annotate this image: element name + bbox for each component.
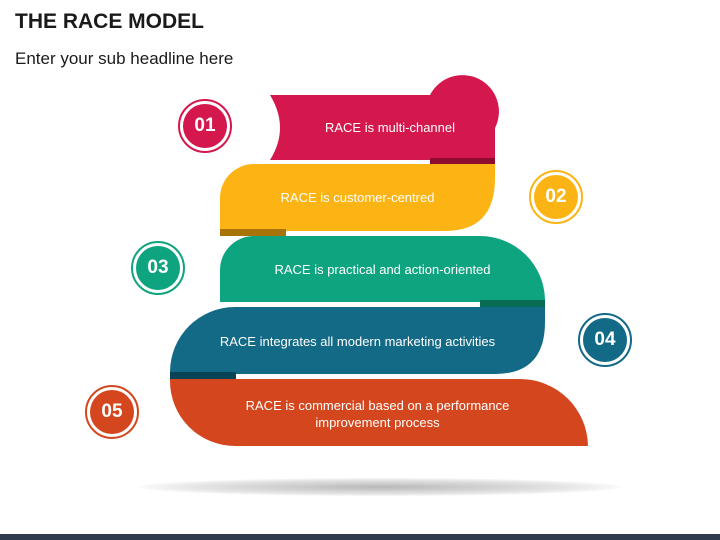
step-02-badge: 02 — [529, 170, 583, 224]
step-04-badge: 04 — [578, 313, 632, 367]
step-03-text: RACE is practical and action-oriented — [274, 261, 491, 277]
band-04-fold — [170, 372, 236, 379]
step-03-number: 03 — [136, 246, 180, 290]
step-05-badge: 05 — [85, 385, 139, 439]
band-03 — [220, 236, 545, 302]
band-05 — [170, 379, 588, 446]
step-01-badge: 01 — [178, 99, 232, 153]
step-03-badge: 03 — [131, 241, 185, 295]
step-04-text: RACE integrates all modern marketing act… — [219, 333, 496, 349]
step-01-number: 01 — [183, 104, 227, 148]
floor-shadow — [140, 478, 620, 496]
step-04-number: 04 — [583, 318, 627, 362]
band-02-fold — [220, 229, 286, 236]
band-03-fold — [480, 300, 545, 307]
step-05-text: RACE is commercial based on a performanc… — [245, 398, 510, 430]
step-01-text: RACE is multi-channel — [324, 119, 456, 135]
page-subtitle: Enter your sub headline here — [15, 49, 234, 68]
step-02-number: 02 — [534, 175, 578, 219]
footer-bar — [0, 534, 720, 540]
page-title: THE RACE MODEL — [15, 10, 204, 33]
band-02 — [220, 164, 495, 231]
band-01 — [270, 75, 499, 160]
step-05-number: 05 — [90, 390, 134, 434]
step-02-text: RACE is customer-centred — [280, 189, 435, 205]
band-04 — [170, 307, 545, 374]
band-01-fold — [430, 158, 495, 164]
